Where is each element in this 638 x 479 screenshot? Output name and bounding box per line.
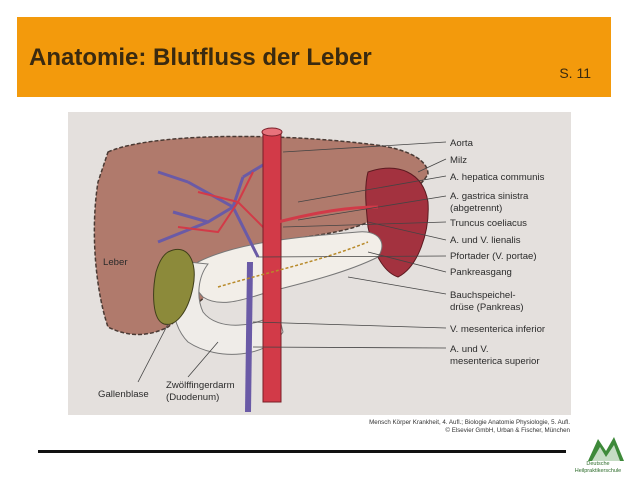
footer-divider [38, 450, 566, 453]
label-aorta: Aorta [450, 138, 474, 149]
aorta-shape [262, 131, 282, 403]
logo-text: Deutsche Heilpraktikerschule [566, 461, 630, 474]
anatomy-figure: Aorta Milz A. hepatica communis A. gastr… [68, 112, 571, 415]
portal-vein-branches [157, 160, 269, 258]
label-messup-2: mesenterica superior [450, 356, 540, 367]
liver-illustration: Aorta Milz A. hepatica communis A. gastr… [93, 127, 546, 413]
school-logo-icon [588, 437, 624, 461]
leader-lines [137, 141, 447, 383]
hepatic-artery-branches [177, 171, 269, 234]
image-credit: Mensch Körper Krankheit, 4. Aufl.; Biolo… [368, 419, 570, 435]
label-bauch-2: drüse (Pankreas) [450, 302, 524, 313]
page-number: S. 11 [559, 65, 591, 81]
label-messup-1: A. und V. [450, 344, 489, 355]
label-pankreasgang: Pankreasgang [450, 267, 512, 278]
label-lienalis: A. und V. lienalis [450, 235, 521, 246]
gallbladder-shape [153, 249, 195, 325]
credit-line-1: Mensch Körper Krankheit, 4. Aufl.; Biolo… [369, 419, 570, 426]
label-milz: Milz [450, 155, 467, 166]
label-truncus: Truncus coeliacus [450, 218, 527, 229]
label-zwoelf-2: (Duodenum) [166, 392, 219, 403]
label-mesinf: V. mesenterica inferior [450, 324, 546, 335]
label-gastrica-2: (abgetrennt) [450, 203, 502, 214]
logo-line-2: Heilpraktikerschule [574, 467, 622, 474]
label-hepatica: A. hepatica communis [450, 172, 545, 183]
splenic-artery [277, 205, 379, 224]
credit-line-2: © Elsevier GmbH, Urban & Fischer, Münche… [445, 427, 570, 434]
slide-title: Anatomie: Blutfluss der Leber [29, 44, 372, 71]
logo-line-1: Deutsche [586, 461, 610, 467]
label-zwoelf-1: Zwölffingerdarm [166, 380, 235, 391]
label-pfortader: Pfortader (V. portae) [450, 251, 537, 262]
title-bar: Anatomie: Blutfluss der Leber S. 11 [17, 17, 611, 97]
label-gastrica-1: A. gastrica sinistra [450, 191, 529, 202]
pancreatic-duct [217, 241, 369, 288]
label-leber: Leber [103, 257, 128, 268]
label-gallenblase: Gallenblase [98, 389, 149, 400]
mesenteric-vein [245, 261, 253, 413]
label-bauch-1: Bauchspeichel- [450, 290, 516, 301]
